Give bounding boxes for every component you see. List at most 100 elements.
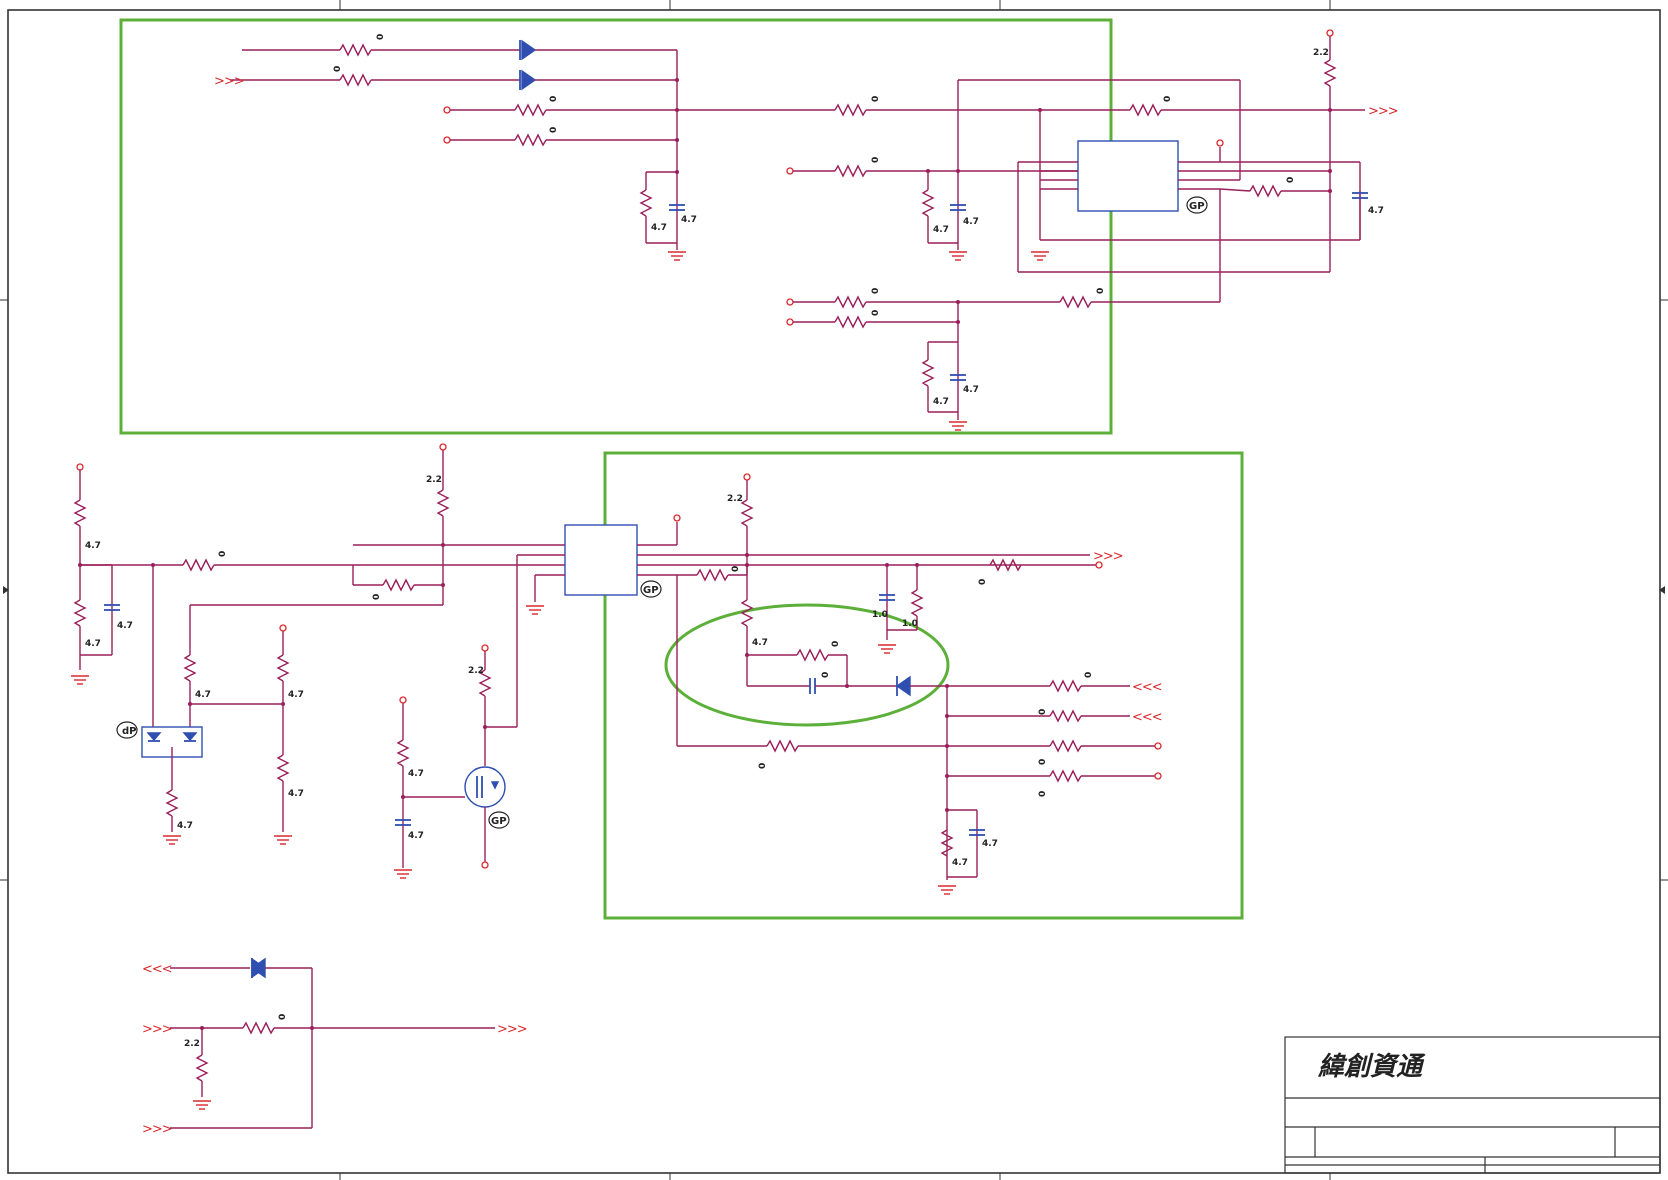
- company-name: 緯創資通: [1317, 1052, 1426, 1082]
- value-label: 0: [1038, 791, 1048, 797]
- svg-text:GP: GP: [643, 585, 659, 596]
- badge-gp-mosfet: GP: [488, 811, 510, 829]
- mosfet-q1: [464, 766, 506, 808]
- value-label: 4.7: [681, 215, 697, 225]
- port-node-2: [443, 136, 451, 144]
- ground-symbol-10: [878, 644, 896, 654]
- top-circuit: >>> >>>: [214, 29, 1399, 431]
- value-label: 1.0: [902, 619, 918, 629]
- value-label: 0: [1038, 759, 1048, 765]
- port-arrow-out-3: >>>: [142, 1022, 172, 1037]
- ground-symbol-11: [938, 885, 956, 895]
- value-label: 4.7: [933, 225, 949, 235]
- title-block: 緯創資通: [1284, 1036, 1661, 1174]
- value-label: 0: [758, 763, 768, 769]
- port-node-9: [439, 443, 447, 451]
- svg-text:dP: dP: [122, 726, 137, 737]
- port-arrow-in-3: <<<: [1132, 710, 1162, 725]
- port-arrow-out-5: >>>: [142, 1122, 172, 1137]
- value-label: 0: [278, 1014, 288, 1020]
- value-label: 2.2: [727, 494, 743, 504]
- port-node-18: [1154, 772, 1162, 780]
- port-node-10: [279, 624, 287, 632]
- highlight-ellipse: [664, 603, 950, 727]
- value-label: 0: [1084, 672, 1094, 678]
- ground-symbol-1: [668, 251, 686, 261]
- port-node-5: [1326, 29, 1334, 37]
- port-arrow-out-1: >>>: [1368, 104, 1398, 119]
- value-label: 2.2: [468, 666, 484, 676]
- port-node-8: [76, 463, 84, 471]
- port-node-11: [481, 644, 489, 652]
- badge-gp-top: GP: [1186, 196, 1208, 214]
- value-label: 4.7: [963, 385, 979, 395]
- ground-symbol-5: [71, 675, 89, 685]
- value-label: 4.7: [933, 397, 949, 407]
- ground-symbol-4: [949, 421, 967, 431]
- value-label: 0: [978, 579, 988, 585]
- value-label: 1.0: [872, 610, 888, 620]
- port-node-15: [1095, 561, 1103, 569]
- value-label: 4.7: [651, 223, 667, 233]
- middle-right-circuit: >>> <<<: [637, 473, 1163, 895]
- value-label: 4.7: [408, 769, 424, 779]
- port-node-6: [786, 298, 794, 306]
- value-label: 0: [871, 157, 881, 163]
- value-label: 4.7: [85, 639, 101, 649]
- port-node-17: [1154, 742, 1162, 750]
- value-label: 0: [821, 672, 831, 678]
- ground-symbol-9: [394, 869, 412, 879]
- diode-d5: [250, 957, 267, 979]
- value-label: 0: [871, 310, 881, 316]
- diode-d2: [519, 69, 537, 91]
- bottom-left-circuit: <<< >>> >>> >>> 0 2.2: [142, 957, 528, 1137]
- port-arrow-out-4: >>>: [497, 1022, 527, 1037]
- value-label: 0: [549, 127, 559, 133]
- port-arrow-in-4: <<<: [142, 962, 172, 977]
- value-label: 4.7: [117, 621, 133, 631]
- port-node-3: [786, 167, 794, 175]
- value-label: 4.7: [288, 789, 304, 799]
- value-label: 0: [1096, 288, 1106, 294]
- value-label: 0: [871, 96, 881, 102]
- value-label: 0: [376, 34, 386, 40]
- value-label: 4.7: [952, 858, 968, 868]
- port-arrow-out-2: >>>: [1093, 549, 1123, 564]
- svg-text:GP: GP: [1189, 201, 1205, 212]
- labels-middle-left: 4.7 4.7 4.7 0 0 2.2 4.7 4.7 4.7 4.7 2.2 …: [85, 475, 484, 841]
- ground-symbol-3: [1031, 251, 1049, 261]
- value-label: 4.7: [288, 690, 304, 700]
- highlight-box-middle: [603, 451, 1244, 920]
- port-node-4: [1216, 139, 1224, 147]
- labels-top: 0 0 0 0 0 0 0 0 4.7 4.7 4.7 4.7 4.7 2.2 …: [333, 34, 1384, 407]
- ground-symbol-7: [163, 835, 181, 845]
- ic-u2: [564, 524, 638, 596]
- value-label: 0: [871, 288, 881, 294]
- ic-u1: [1077, 140, 1179, 212]
- badge-dp: dP: [116, 721, 138, 739]
- value-label: 4.7: [963, 217, 979, 227]
- ground-symbol-8: [526, 605, 544, 615]
- port-node-12: [481, 861, 489, 869]
- value-label: 0: [1286, 177, 1296, 183]
- port-arrow-in-1: >>>: [214, 74, 244, 89]
- value-label: 4.7: [195, 690, 211, 700]
- highlight-box-top: [119, 18, 1113, 435]
- labels-middle-right: 2.2 0 4.7 0 0 1.0 1.0 0 0 0 0 0 0 4.7 4.…: [727, 494, 1094, 868]
- badge-gp-middle: GP: [640, 580, 662, 598]
- port-node-16: [743, 473, 751, 481]
- value-label: 0: [731, 566, 741, 572]
- value-label: 2.2: [1313, 48, 1329, 58]
- diode-d4: [895, 675, 911, 697]
- port-node-7: [786, 318, 794, 326]
- value-label: 4.7: [752, 638, 768, 648]
- value-label: 0: [333, 66, 343, 72]
- diode-d1: [519, 39, 537, 61]
- middle-left-circuit: [71, 443, 638, 879]
- value-label: 4.7: [982, 839, 998, 849]
- value-label: 0: [1038, 709, 1048, 715]
- port-node-1: [443, 106, 451, 114]
- port-arrow-in-2: <<<: [1132, 680, 1162, 695]
